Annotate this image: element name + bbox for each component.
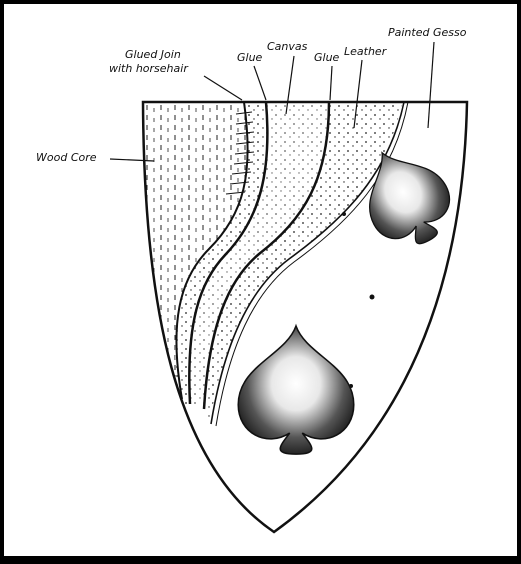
label-painted-gesso: Painted Gesso: [388, 26, 467, 39]
label-glued-join-2: with horsehair: [109, 62, 189, 75]
label-glued-join-1: Glued Join: [125, 48, 181, 61]
gesso-leader: [428, 42, 434, 128]
glue-left-leader: [254, 66, 266, 100]
glue-right-leader: [330, 66, 332, 100]
shield-cross-section-diagram: Glued Join with horsehair Glue Canvas Gl…: [4, 4, 517, 556]
label-glue-right: Glue: [314, 51, 340, 64]
label-canvas: Canvas: [267, 40, 308, 53]
glued-join-leader: [204, 76, 242, 100]
diagram-frame: Glued Join with horsehair Glue Canvas Gl…: [4, 4, 517, 556]
label-glue-left: Glue: [237, 51, 263, 64]
label-wood-core: Wood Core: [36, 151, 97, 164]
lower-emblem: [238, 326, 354, 454]
label-leather: Leather: [344, 45, 388, 58]
